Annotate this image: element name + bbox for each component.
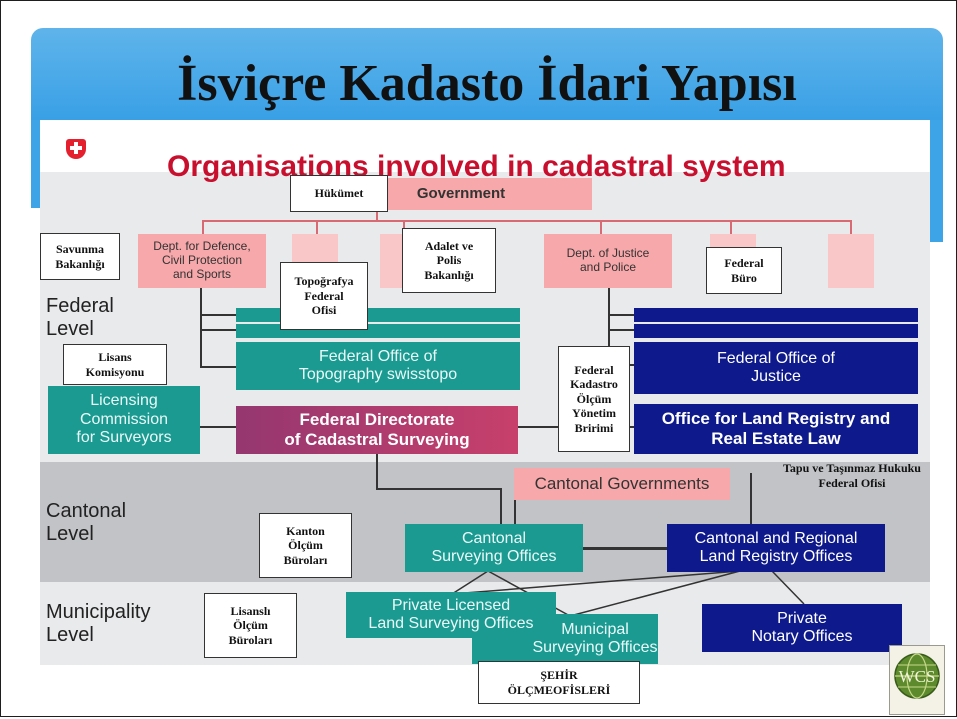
connector-licensing-directorate xyxy=(194,426,236,428)
dept-box-7 xyxy=(828,234,874,288)
cantonal-level-label: Cantonal Level xyxy=(46,500,127,545)
dept-defence-box: Dept. for Defence, Civil Protection and … xyxy=(138,234,266,288)
connector-ministry-7 xyxy=(850,220,852,234)
diagram-subtitle: Organisations involved in cadastral syst… xyxy=(167,150,786,183)
connector-ministry-6 xyxy=(730,220,732,234)
private-surveying-box: Private Licensed Land Surveying Offices xyxy=(346,592,556,638)
header-band xyxy=(40,120,930,172)
link-registry-private xyxy=(451,570,741,595)
licensing-commission-box: Licensing Commission for Surveyors xyxy=(48,386,200,454)
connector-government-down xyxy=(376,210,378,221)
municipality-level-label: Municipality Level xyxy=(46,601,151,646)
wcs-globe-icon: WCS xyxy=(894,653,940,699)
swiss-cross-horizontal xyxy=(70,146,82,150)
connector-directorate-down xyxy=(376,454,378,488)
connector-directorate-right xyxy=(376,488,500,490)
notary-offices-box: Private Notary Offices xyxy=(702,604,902,652)
cantonal-surveying-box: Cantonal Surveying Offices xyxy=(405,524,583,572)
connector-cantgov-right xyxy=(750,473,752,524)
org-diagram: Organisations involved in cadastral syst… xyxy=(40,120,930,665)
title-bar xyxy=(31,28,943,120)
connector-justice-bar1 xyxy=(608,314,634,316)
connector-defence-bar2 xyxy=(200,329,238,331)
justice-office-bar-1 xyxy=(634,308,918,322)
connector-cantonal-link xyxy=(582,547,668,550)
slide-title: İsviçre Kadasto İdari Yapısı xyxy=(177,55,797,112)
title-bar-tab-left xyxy=(31,120,40,208)
dept-justice-box: Dept. of Justice and Police xyxy=(544,234,672,288)
connector-ministry-3 xyxy=(403,220,405,234)
connector-defence xyxy=(202,220,204,234)
annotation-lisans: Lisans Komisyonu xyxy=(63,344,167,385)
municipal-connectors xyxy=(451,570,805,617)
link-registry-municipal xyxy=(569,570,741,617)
title-bar-tab-right xyxy=(930,120,943,242)
cantonal-governments-box: Cantonal Governments xyxy=(514,468,730,500)
annotation-lisansli: Lisanslı Ölçüm Büroları xyxy=(204,593,297,658)
connector-justice-bar2 xyxy=(608,329,634,331)
link-registry-notary xyxy=(771,570,805,605)
connector-to-cantonal-survey xyxy=(500,488,502,524)
swisstopo-box: Federal Office of Topography swisstopo xyxy=(236,342,520,390)
federal-office-bar-1 xyxy=(236,308,520,322)
connector-ministry-2 xyxy=(316,220,318,234)
link-survey-private xyxy=(451,570,489,595)
wcs-logo: WCS xyxy=(889,645,945,715)
directorate-box: Federal Directorate of Cadastral Surveyi… xyxy=(236,406,518,454)
annotation-savunma: Savunma Bakanlığı xyxy=(40,233,120,280)
annotation-sehir: ŞEHİR ÖLÇMEOFİSLERİ xyxy=(478,661,640,704)
federal-office-bar-2 xyxy=(236,324,520,338)
annotation-tapu: Tapu ve Taşınmaz Hukuku Federal Ofisi xyxy=(783,461,921,490)
annotation-kadastro: Federal Kadastro Ölçüm Yönetim Bririmi xyxy=(558,346,630,452)
swiss-flag-icon xyxy=(66,139,86,159)
annotation-kanton: Kanton Ölçüm Büroları xyxy=(259,513,352,578)
justice-office-box: Federal Office of Justice xyxy=(634,342,918,394)
connector-defence-down xyxy=(200,288,202,366)
annotation-topografya: Topoğrafya Federal Ofisi xyxy=(280,262,368,330)
connector-ministries-bus xyxy=(202,220,852,222)
connector-defence-swisstopo xyxy=(200,366,238,368)
annotation-federal-buro: Federal Büro xyxy=(706,247,782,294)
cantonal-registry-box: Cantonal and Regional Land Registry Offi… xyxy=(667,524,885,572)
annotation-hukumet: Hükümet xyxy=(290,175,388,212)
connector-defence-bar1 xyxy=(200,314,238,316)
annotation-adalet: Adalet ve Polis Bakanlığı xyxy=(402,228,496,293)
connector-justice-dept xyxy=(600,220,602,234)
wcs-logo-text: WCS xyxy=(899,667,936,686)
justice-office-bar-2 xyxy=(634,324,918,338)
land-registry-office-box: Office for Land Registry and Real Estate… xyxy=(634,404,918,454)
federal-level-label: Federal Level xyxy=(46,295,114,340)
